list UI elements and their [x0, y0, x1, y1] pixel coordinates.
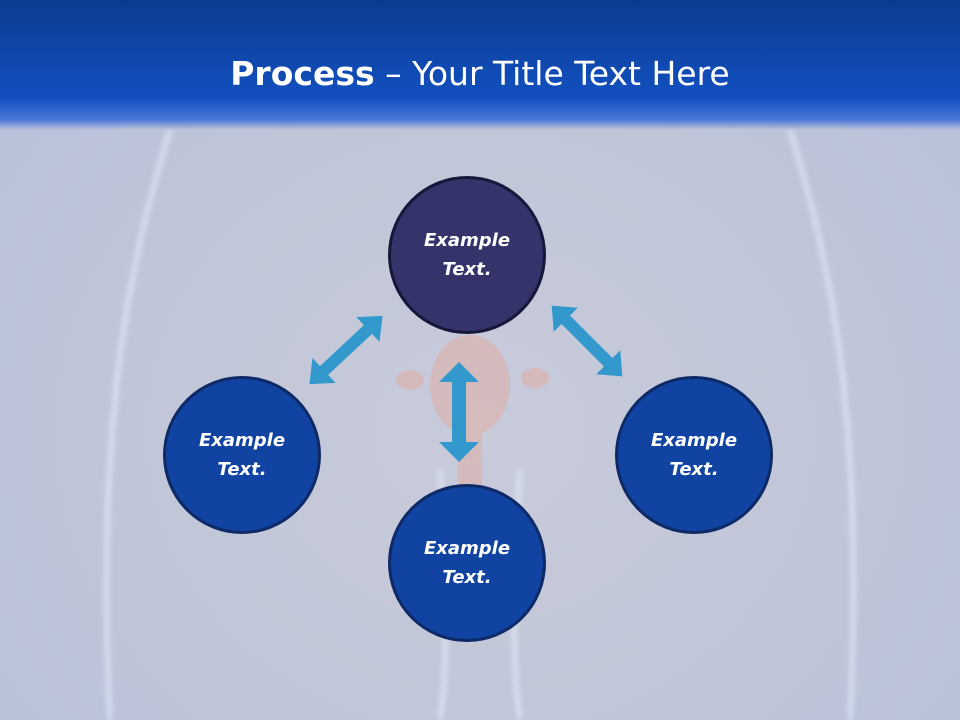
node-text: Text. — [442, 259, 492, 280]
node-text: Text. — [669, 459, 719, 480]
node-text: Example — [423, 538, 511, 559]
slide-title: Process – Your Title Text Here — [0, 54, 960, 93]
node-text: Example — [198, 430, 286, 451]
arrow-vertical — [439, 362, 479, 462]
title-rest: – Your Title Text Here — [374, 54, 730, 93]
node-text: Text. — [442, 567, 492, 588]
title-bar — [0, 0, 960, 130]
process-node-left: Example Text. — [163, 376, 321, 534]
node-text: Example — [423, 230, 511, 251]
arrow-right-diagonal — [551, 305, 623, 377]
process-node-bottom: Example Text. — [388, 484, 546, 642]
uterus-illustration — [396, 335, 549, 490]
node-text: Example — [650, 430, 738, 451]
arrow-left-diagonal — [309, 315, 383, 385]
process-node-top: Example Text. — [388, 176, 546, 334]
node-text: Text. — [217, 459, 267, 480]
title-bold: Process — [230, 54, 375, 93]
arrows — [309, 305, 623, 462]
process-node-right: Example Text. — [615, 376, 773, 534]
